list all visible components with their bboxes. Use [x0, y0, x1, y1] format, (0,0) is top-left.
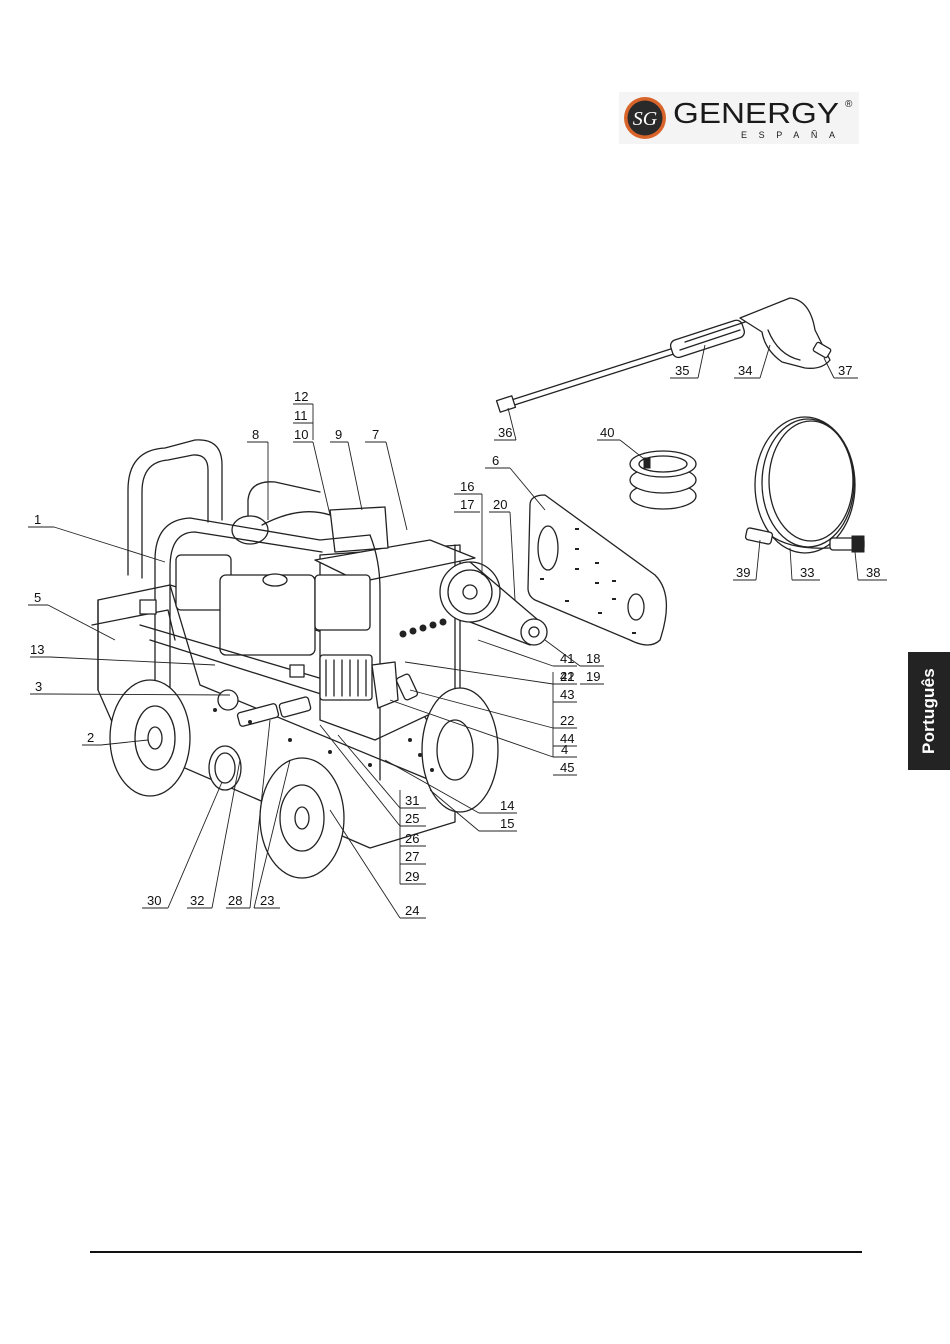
part-label-40: 40 [600, 425, 614, 440]
part-label-17: 17 [460, 497, 474, 512]
part-label-37: 37 [838, 363, 852, 378]
part-label-45: 45 [560, 760, 574, 775]
part-label-18: 18 [586, 651, 600, 666]
footer-rule [90, 1251, 862, 1253]
part-label-27: 27 [405, 849, 419, 864]
part-label-34: 34 [738, 363, 752, 378]
pressure-washer-drawing [92, 440, 547, 878]
part-label-3: 3 [35, 679, 42, 694]
high-pressure-hose [745, 417, 864, 553]
part-label-44: 44 [560, 731, 574, 746]
part-label-35: 35 [675, 363, 689, 378]
part-label-9: 9 [335, 427, 342, 442]
part-label-31: 31 [405, 793, 419, 808]
language-tab-label: Português [919, 668, 939, 754]
part-label-1: 1 [34, 512, 41, 527]
part-label-5: 5 [34, 590, 41, 605]
part-label-30: 30 [147, 893, 161, 908]
hose-coil [630, 451, 696, 509]
part-label-39: 39 [736, 565, 750, 580]
part-label-11: 11 [294, 408, 308, 423]
part-label-12: 12 [294, 389, 308, 404]
part-label-38: 38 [866, 565, 880, 580]
part-label-22: 22 [560, 713, 574, 728]
part-label-41: 41 [560, 651, 574, 666]
part-label-29: 29 [405, 869, 419, 884]
spray-gun-and-lance [497, 298, 832, 412]
wheel-rear-left [110, 680, 190, 796]
part-label-42: 42 [560, 669, 574, 684]
part-label-2: 2 [87, 730, 94, 745]
part-label-28: 28 [228, 893, 242, 908]
part-label-16: 16 [460, 479, 474, 494]
part-label-19: 19 [586, 669, 600, 684]
language-tab[interactable]: Português [908, 652, 950, 770]
part-label-43: 43 [560, 687, 574, 702]
part-label-24: 24 [405, 903, 419, 918]
part-label-33: 33 [800, 565, 814, 580]
part-label-23: 23 [260, 893, 274, 908]
part-label-14: 14 [500, 798, 514, 813]
part-label-10: 10 [294, 427, 308, 442]
wheel-front-left [260, 758, 344, 878]
part-label-32: 32 [190, 893, 204, 908]
part-label-6: 6 [492, 453, 499, 468]
mounting-plate [528, 495, 666, 645]
part-label-36: 36 [498, 425, 512, 440]
part-label-25: 25 [405, 811, 419, 826]
part-label-26: 26 [405, 831, 419, 846]
part-label-8: 8 [252, 427, 259, 442]
part-label-13: 13 [30, 642, 44, 657]
part-label-20: 20 [493, 497, 507, 512]
part-label-7: 7 [372, 427, 379, 442]
part-label-15: 15 [500, 816, 514, 831]
